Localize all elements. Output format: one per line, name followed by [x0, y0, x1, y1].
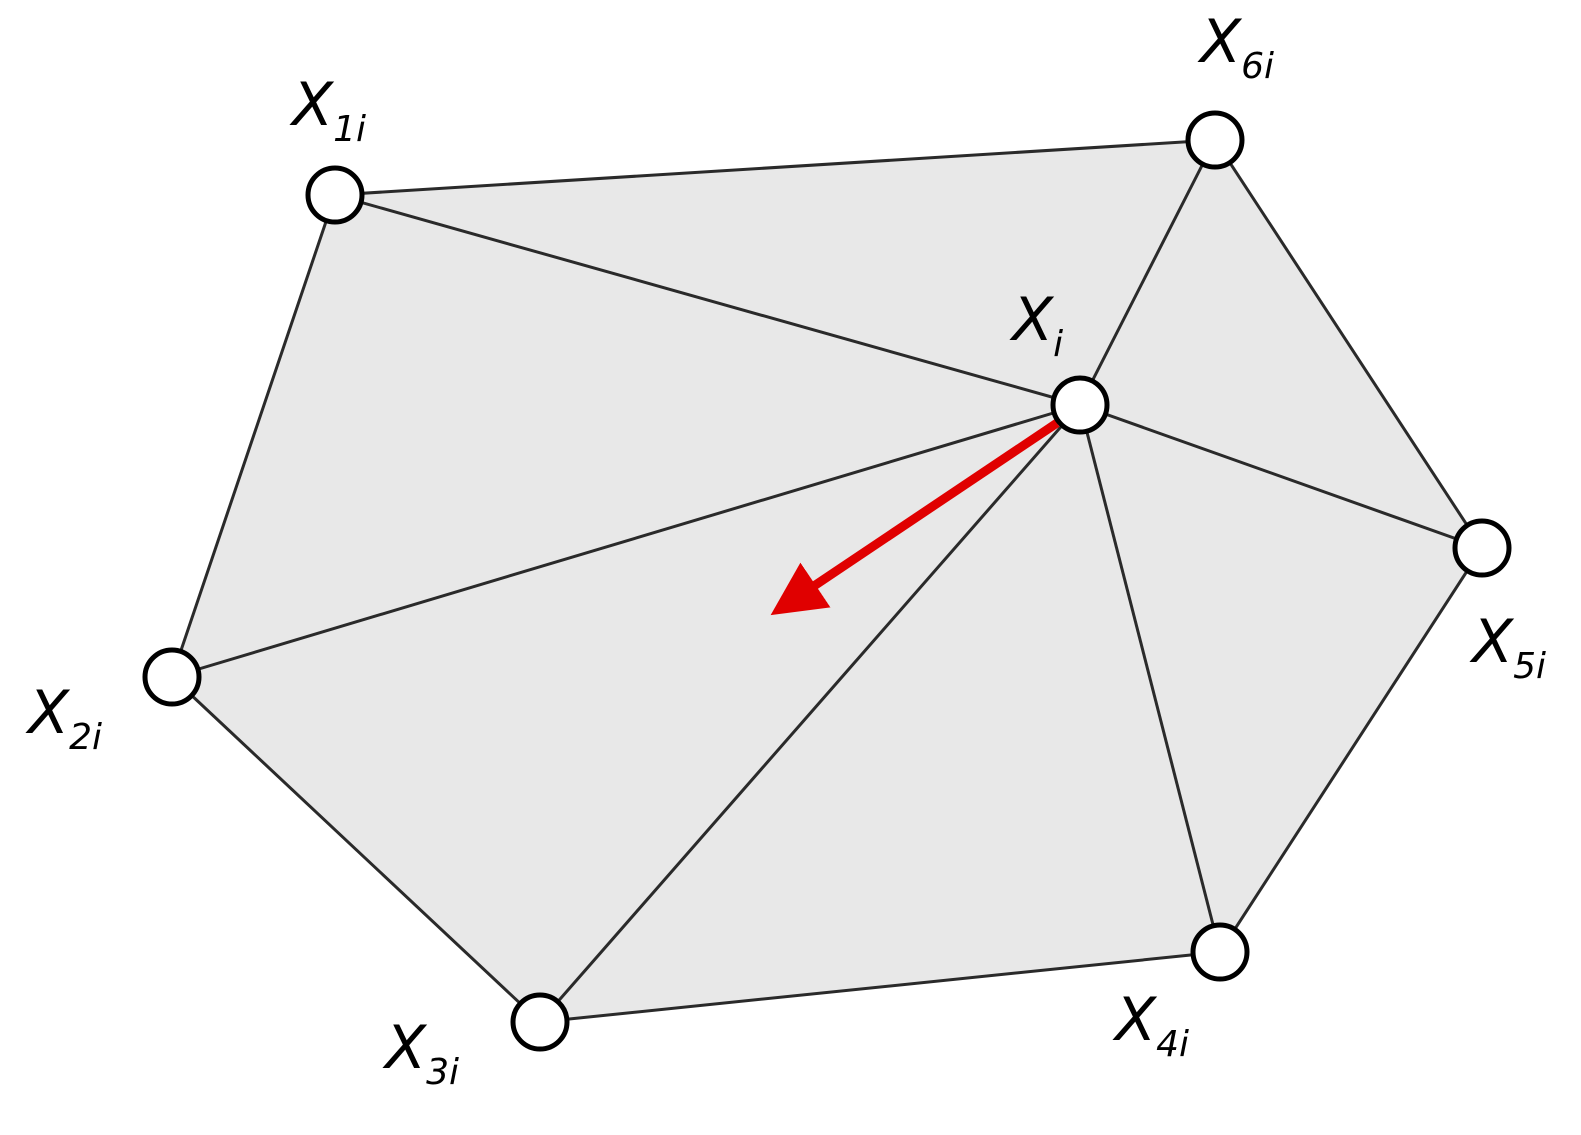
- node-x3: [510, 992, 570, 1052]
- label-x2: X2i: [25, 678, 102, 758]
- edge-x3-x2: [170, 675, 542, 1024]
- nodes: [142, 110, 1512, 1052]
- edge-x6-x5: [1213, 139, 1484, 549]
- spoke-xi-x3: [538, 404, 1082, 1023]
- node-x4: [1190, 922, 1250, 982]
- node-xi: [1050, 375, 1110, 435]
- edge-x4-x3: [539, 950, 1221, 1024]
- label-xi: Xi: [1009, 285, 1063, 365]
- spoke-xi-x6: [1078, 139, 1217, 406]
- edge-x5-x4: [1218, 547, 1484, 953]
- displacement-arrow: [770, 419, 1060, 616]
- node-x2: [142, 647, 202, 707]
- edge-x1-x6: [334, 138, 1216, 197]
- node-x6: [1185, 110, 1245, 170]
- spoke-xi-x1: [334, 193, 1081, 407]
- spoke-xi-x2: [171, 403, 1081, 679]
- spoke-xi-x4: [1078, 404, 1222, 953]
- spoke-edges: [171, 139, 1483, 1023]
- label-x1: X1i: [289, 70, 366, 150]
- label-x3: X3i: [382, 1013, 459, 1093]
- node-x1: [305, 165, 365, 225]
- label-x4: X4i: [1112, 985, 1189, 1065]
- spoke-xi-x5: [1079, 403, 1483, 550]
- edge-x2-x1: [170, 194, 337, 678]
- boundary-edges: [170, 138, 1484, 1024]
- node-x5: [1452, 518, 1512, 578]
- label-x5: X5i: [1469, 607, 1546, 687]
- label-x6: X6i: [1197, 7, 1274, 87]
